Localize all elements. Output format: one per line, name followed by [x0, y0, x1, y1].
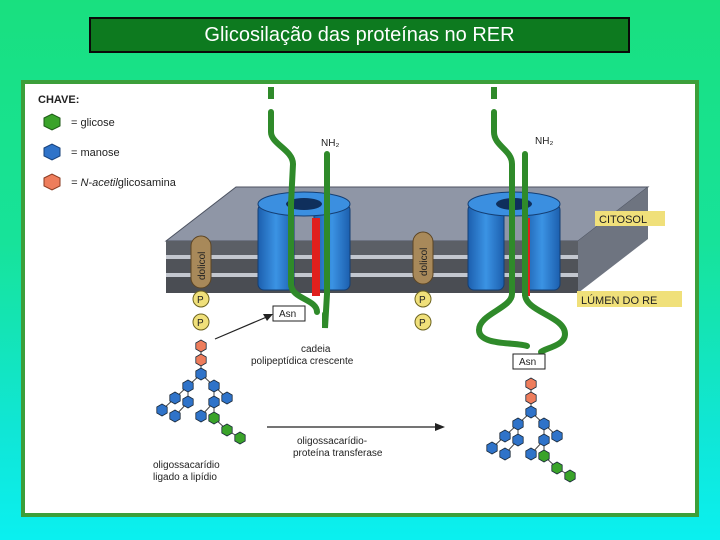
nacetil-sugar — [525, 391, 537, 405]
lipid-label-2: ligado a lipídio — [153, 472, 217, 483]
glicose-sugar — [538, 449, 550, 463]
key-glicose-label: = glicose — [71, 117, 115, 129]
channel-right-a — [467, 203, 505, 291]
phosphate-left-1-label: P — [197, 295, 204, 306]
cadeia-label-2: polipeptídica crescente — [251, 356, 354, 367]
manose-sugar — [208, 379, 220, 393]
phosphate-right-1-label: P — [419, 295, 426, 306]
arrow-to-asn-line — [214, 315, 270, 340]
asn-right-label: Asn — [519, 357, 536, 368]
phosphate-right-1 — [414, 290, 432, 308]
manose-sugar — [195, 409, 207, 423]
membrane-layer-3 — [166, 277, 578, 293]
title-bar: Glicosilação das proteínas no RER — [89, 17, 630, 53]
phosphate-left-2-label: P — [197, 318, 204, 329]
manose-sugar — [156, 403, 168, 417]
nacetil-sugar — [195, 339, 207, 353]
key-heading: CHAVE: — [38, 94, 79, 106]
chain-left-2 — [322, 151, 330, 329]
key: CHAVE: = glicose = manose = N-acetilglic… — [38, 94, 177, 191]
asn-left-label: Asn — [279, 309, 296, 320]
manose-sugar — [525, 447, 537, 461]
nh2-left-label: NH₂ — [321, 138, 339, 149]
key-nacetil-rest: glicosamina — [118, 177, 177, 189]
manose-sugar — [499, 429, 511, 443]
phosphate-left-1 — [192, 290, 210, 308]
manose-sugar — [512, 433, 524, 447]
glicose-sugar — [208, 411, 220, 425]
nacetil-sugar — [195, 353, 207, 367]
manose-sugar — [499, 447, 511, 461]
manose-sugar — [182, 395, 194, 409]
lipid-label-1: oligossacarídio — [153, 460, 220, 471]
chain-right-2 — [522, 151, 569, 355]
citosol-highlight — [595, 211, 665, 226]
dolicol-left-label: dolicol — [197, 252, 208, 280]
manose-sugar — [512, 417, 524, 431]
phosphate-left-2 — [192, 313, 210, 331]
glicose-sugar — [564, 469, 576, 483]
dolicol-right-label: dolicol — [419, 248, 430, 276]
chain-breaks — [268, 87, 497, 99]
manose-sugar — [221, 391, 233, 405]
er-membrane — [164, 186, 650, 293]
channel-left-pore — [286, 198, 322, 210]
manose-sugar — [551, 429, 563, 443]
manose-sugar — [486, 441, 498, 455]
manose-sugar — [169, 409, 181, 423]
key-nacetil-label: = N-acetilglicosamina — [71, 177, 177, 189]
lumen-label: LÚMEN DO RE — [581, 294, 657, 307]
dolicol-left: dolicol P P — [190, 235, 212, 331]
dolicol-left-body — [190, 235, 212, 289]
cadeia-label-1: cadeia — [301, 344, 331, 355]
manose-sugar — [182, 379, 194, 393]
membrane-top-surface — [164, 186, 650, 242]
asn-box-right — [512, 353, 546, 370]
oligosaccharide-tree-left — [156, 339, 246, 445]
transferase-label-1: oligossacarídio- — [297, 436, 367, 447]
dolicol-right-body — [412, 231, 434, 285]
nacetil-sugar — [525, 377, 537, 391]
manose-sugar — [538, 433, 550, 447]
manose-sugar — [195, 367, 207, 381]
nacetil-hexagon-icon — [43, 173, 61, 191]
glicose-sugar — [551, 461, 563, 475]
phosphate-right-2-label: P — [419, 318, 426, 329]
chain-left-1 — [268, 109, 320, 315]
manose-sugar — [538, 417, 550, 431]
oligosaccharide-tree-right — [486, 377, 576, 483]
slide-title: Glicosilação das proteínas no RER — [204, 23, 515, 46]
citosol-label: CITOSOL — [599, 214, 647, 226]
chain-right-loop — [475, 109, 530, 349]
glycosylation-figure: CHAVE: = glicose = manose = N-acetilglic… — [25, 84, 695, 513]
membrane-layer-2 — [166, 259, 578, 273]
membrane-gap-1 — [166, 255, 578, 259]
figure-frame: CHAVE: = glicose = manose = N-acetilglic… — [21, 80, 699, 517]
diagram-svg: CHAVE: = glicose = manose = N-acetilglic… — [38, 87, 682, 483]
polypeptide-chains — [268, 109, 569, 355]
transferase-label-2: proteína transferase — [293, 448, 383, 459]
arrow-to-asn-head — [263, 314, 273, 321]
channel-left-red-segment — [312, 218, 320, 296]
asn-box-left — [272, 305, 306, 322]
lumen-highlight — [577, 291, 682, 307]
nh2-right-label: NH₂ — [535, 136, 553, 147]
glicose-sugar — [221, 423, 233, 437]
membrane-gap-2 — [166, 273, 578, 277]
key-manose-label: = manose — [71, 147, 120, 159]
manose-hexagon-icon — [43, 143, 61, 161]
membrane-layer-1 — [166, 241, 578, 255]
transferase-arrow-head — [435, 423, 445, 431]
key-nacetil-italic: = N-acetil — [71, 177, 118, 189]
glicose-sugar — [234, 431, 246, 445]
manose-sugar — [208, 395, 220, 409]
glicose-hexagon-icon — [43, 113, 61, 131]
phosphate-right-2 — [414, 313, 432, 331]
manose-sugar — [169, 391, 181, 405]
dolicol-right: dolicol P P — [412, 231, 434, 331]
manose-sugar — [525, 405, 537, 419]
